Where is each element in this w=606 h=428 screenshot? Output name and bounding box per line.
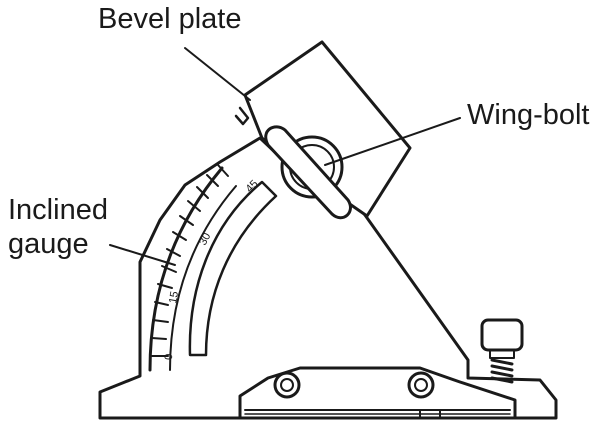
inclined-gauge-label-line1: Inclined (8, 194, 108, 226)
gauge-arc-inner (169, 185, 237, 371)
sole-screw-left-inner (280, 378, 294, 392)
wing-bolt-wing (264, 125, 352, 220)
wing-bolt-label: Wing-bolt (467, 99, 590, 131)
gauge-label-15: 15 (167, 290, 181, 304)
bevel-plate (243, 40, 412, 218)
sole-screw-right-inner (414, 378, 428, 392)
adjust-screw-collar (489, 349, 515, 359)
sole-screw-left (273, 371, 301, 399)
sole-rail (238, 366, 517, 420)
leader-wing-bolt (324, 117, 461, 166)
adjust-screw-spring (490, 358, 514, 384)
bevel-plate-label: Bevel plate (98, 3, 242, 35)
gauge-ticks (151, 164, 229, 357)
gauge-label-30: 30 (197, 231, 213, 247)
sole-screw-right (407, 371, 435, 399)
leader-bevel-plate (184, 47, 251, 101)
sole-rail-notch (419, 409, 441, 419)
gauge-slot (188, 180, 278, 357)
adjust-screw-head (480, 318, 524, 352)
gauge-arc-outer (148, 166, 224, 372)
inclined-gauge-label-line2: gauge (8, 228, 89, 260)
gauge-label-0: 0 (163, 354, 175, 361)
leader-inclined-gauge (109, 244, 176, 266)
bevel-plate-notch (234, 106, 250, 126)
